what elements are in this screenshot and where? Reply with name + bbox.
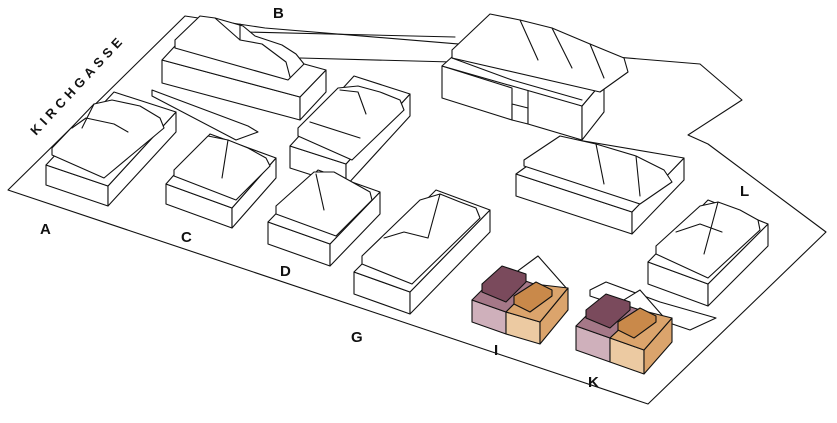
label-k: K xyxy=(588,374,599,391)
building-middle-right xyxy=(515,135,685,235)
label-g: G xyxy=(351,329,363,346)
label-i: I xyxy=(494,342,498,359)
building-c xyxy=(165,133,277,229)
label-b: B xyxy=(273,5,284,22)
building-l xyxy=(647,199,769,307)
label-c: C xyxy=(181,229,192,246)
building-g xyxy=(353,189,491,315)
building-b xyxy=(161,15,327,121)
connector-line xyxy=(244,31,456,38)
building-a xyxy=(45,91,177,207)
ramp-a-c xyxy=(151,89,259,141)
building-i xyxy=(471,255,569,345)
building-d xyxy=(267,169,381,267)
building-k xyxy=(575,289,673,375)
label-l: L xyxy=(740,183,749,200)
label-d: D xyxy=(280,263,291,280)
building-top-right xyxy=(441,13,629,141)
label-a: A xyxy=(40,221,51,238)
connector-line xyxy=(299,57,453,63)
